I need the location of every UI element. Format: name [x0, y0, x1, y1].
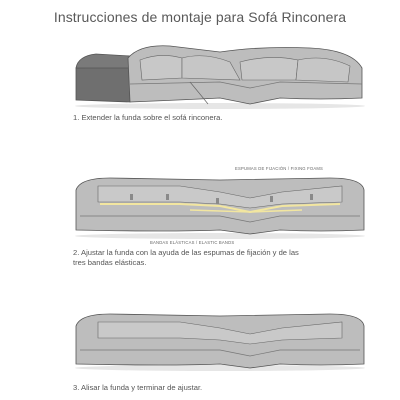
page-title: Instrucciones de montaje para Sofá Rinco…: [53, 9, 347, 25]
step-3-caption: 3. Alisar la funda y terminar de ajustar…: [73, 383, 203, 392]
sofa-finished-illustration: [75, 313, 365, 371]
sofa-fixing-illustration: [75, 177, 365, 239]
step-1-caption: 1. Extender la funda sobre el sofá rinco…: [73, 113, 223, 122]
step-2-caption-line2: tres bandas elásticas.: [73, 258, 147, 267]
step-2-caption-line1: 2. Ajustar la funda con la ayuda de las …: [73, 248, 299, 257]
step-3-illustration: [70, 310, 370, 372]
bands-label: BANDAS ELÁSTICAS / ELASTIC BANDS: [150, 240, 235, 245]
step-1-illustration: [70, 38, 370, 110]
sofa-cover-extend-illustration: [75, 45, 365, 109]
step-2-illustration: [70, 172, 370, 240]
foam-label: ESPUMAS DE FIJACIÓN / FIXING FOAMS: [235, 166, 324, 171]
